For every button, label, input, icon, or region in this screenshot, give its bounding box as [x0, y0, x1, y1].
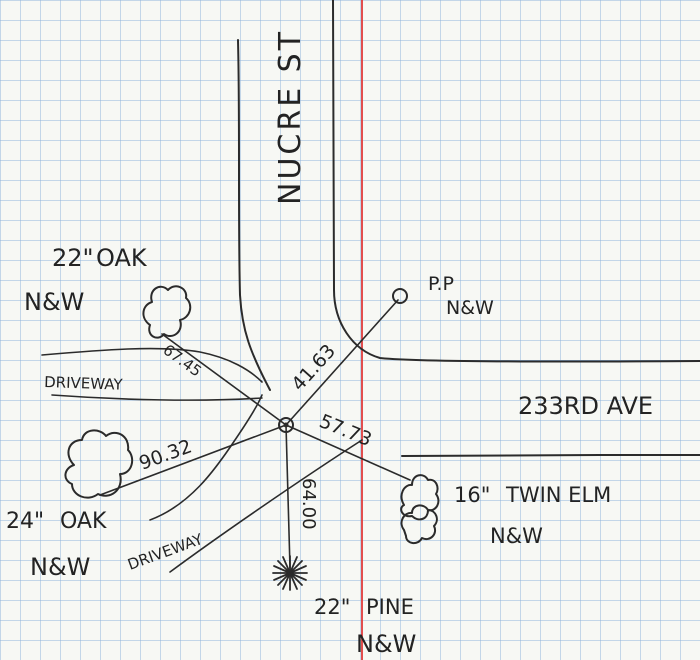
measure-to-pine: 64.00	[298, 478, 319, 530]
street-label-east: 233RD AVE	[518, 392, 653, 420]
oak24-name: OAK	[60, 509, 107, 534]
pine-name: PINE	[366, 595, 414, 619]
oak22-status: N&W	[24, 288, 84, 316]
street-edges	[237, 0, 700, 457]
pine-size: 22"	[314, 595, 350, 619]
pp-status: N&W	[446, 297, 494, 319]
elm-tree-icon	[400, 474, 440, 544]
oak-tree-icon	[64, 429, 134, 499]
driveway-label-north: DRIVEWAY	[44, 373, 124, 394]
reference-point	[278, 417, 294, 433]
oak-tree-icon	[142, 285, 192, 339]
elm-size: 16"	[454, 483, 490, 507]
driveway-lines	[41, 347, 363, 573]
oak22-size: 22"	[52, 244, 94, 272]
oak24-size: 24"	[6, 509, 44, 534]
survey-lines	[99, 299, 411, 569]
power-pole-icon	[392, 288, 408, 304]
elm-status: N&W	[490, 524, 543, 548]
street-label-north: NUCRE ST	[273, 29, 308, 205]
oak24-status: N&W	[30, 553, 90, 581]
oak22-name: OAK	[96, 244, 148, 272]
pp-label: P.P	[428, 273, 454, 295]
pine-tree-icon	[272, 555, 308, 591]
elm-name: TWIN ELM	[505, 483, 611, 507]
pine-status: N&W	[356, 630, 416, 658]
